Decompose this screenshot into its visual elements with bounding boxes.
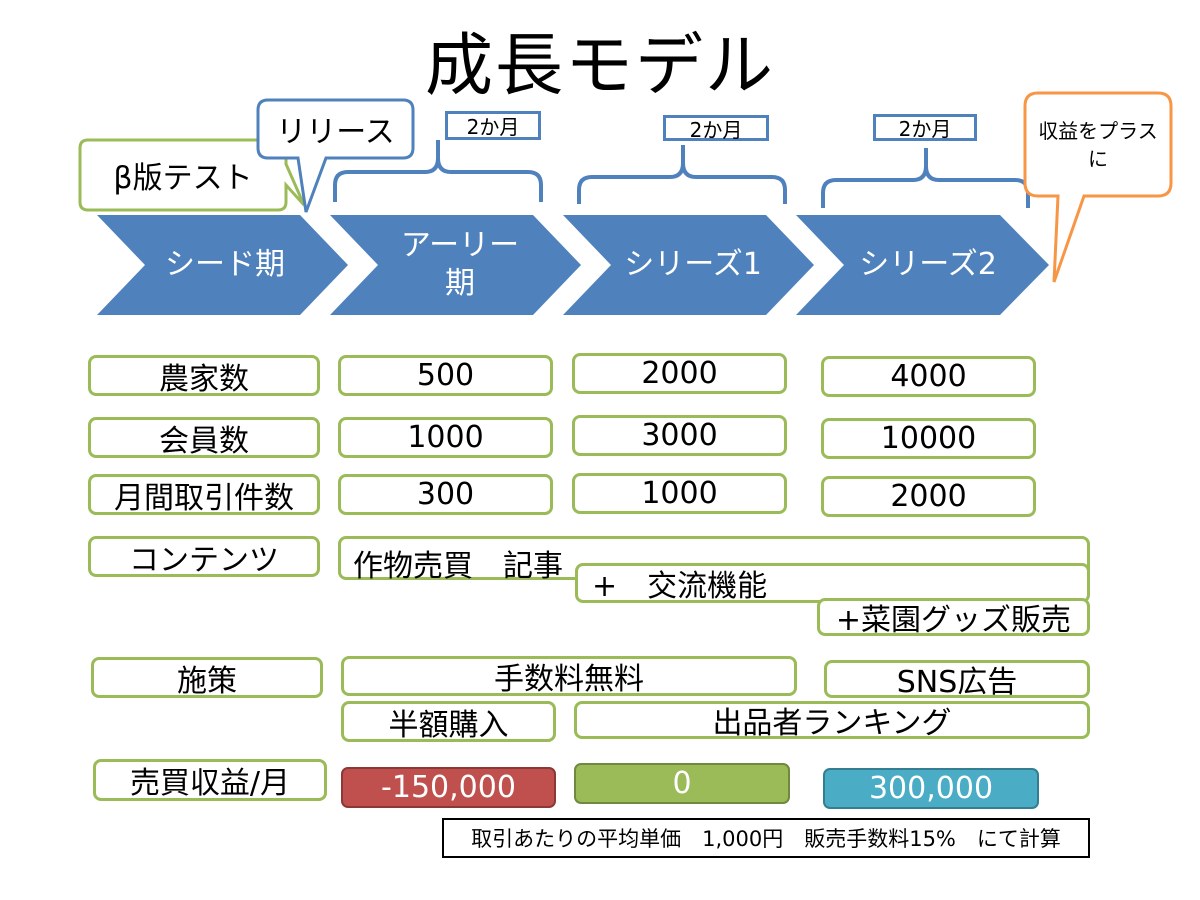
row-label-transactions: 月間取引件数 bbox=[88, 474, 320, 516]
value-cell: 2000 bbox=[821, 476, 1036, 517]
contents-item: +菜園グッズ販売 bbox=[817, 598, 1090, 638]
chevron-seed bbox=[97, 215, 348, 315]
chevron-series1 bbox=[563, 215, 814, 315]
profit-callout-shape bbox=[1023, 91, 1173, 283]
value-cell: 2000 bbox=[572, 353, 787, 394]
value-cell: 3000 bbox=[572, 415, 787, 456]
row-label-members: 会員数 bbox=[88, 417, 320, 459]
release-callout: リリース bbox=[276, 115, 395, 150]
row-label-farmers: 農家数 bbox=[88, 355, 320, 397]
value-cell: 10000 bbox=[821, 418, 1036, 459]
duration-label: 2か月 bbox=[663, 115, 769, 142]
brace-2 bbox=[577, 145, 787, 204]
chevron-series2 bbox=[796, 215, 1049, 315]
row-label-contents: コンテンツ bbox=[88, 536, 320, 578]
stage-series2: シリーズ2 bbox=[859, 247, 997, 282]
measure-item: 手数料無料 bbox=[341, 656, 797, 697]
profit-callout: 収益をプラスに bbox=[1038, 119, 1158, 171]
value-cell: 4000 bbox=[821, 356, 1036, 397]
page-title: 成長モデル bbox=[424, 27, 775, 106]
brace-3 bbox=[821, 148, 1030, 208]
revenue-value: 0 bbox=[574, 763, 790, 804]
contents-item: + 交流機能 bbox=[575, 563, 1090, 604]
value-cell: 1000 bbox=[572, 473, 787, 514]
stage-early: アーリー 期 bbox=[400, 228, 520, 301]
row-label-measures: 施策 bbox=[91, 657, 323, 699]
duration-label: 2か月 bbox=[445, 111, 541, 140]
row-label-revenue: 売買収益/月 bbox=[93, 759, 327, 801]
chevron-early bbox=[330, 215, 581, 315]
revenue-value: 300,000 bbox=[823, 768, 1039, 809]
brace-1 bbox=[333, 140, 543, 202]
value-cell: 300 bbox=[338, 474, 553, 515]
duration-label: 2か月 bbox=[873, 114, 977, 141]
revenue-value: -150,000 bbox=[341, 767, 556, 808]
release-callout-shape bbox=[256, 98, 415, 213]
measure-item: 出品者ランキング bbox=[574, 701, 1090, 741]
measure-item: SNS広告 bbox=[824, 660, 1090, 700]
measure-item: 半額購入 bbox=[341, 701, 556, 743]
stage-seed: シード期 bbox=[165, 247, 285, 282]
calculation-note: 取引あたりの平均単価 1,000円 販売手数料15% にて計算 bbox=[442, 818, 1090, 858]
value-cell: 500 bbox=[338, 355, 553, 396]
value-cell: 1000 bbox=[338, 417, 553, 458]
stage-series1: シリーズ1 bbox=[624, 247, 762, 282]
beta-callout: β版テスト bbox=[113, 161, 253, 196]
